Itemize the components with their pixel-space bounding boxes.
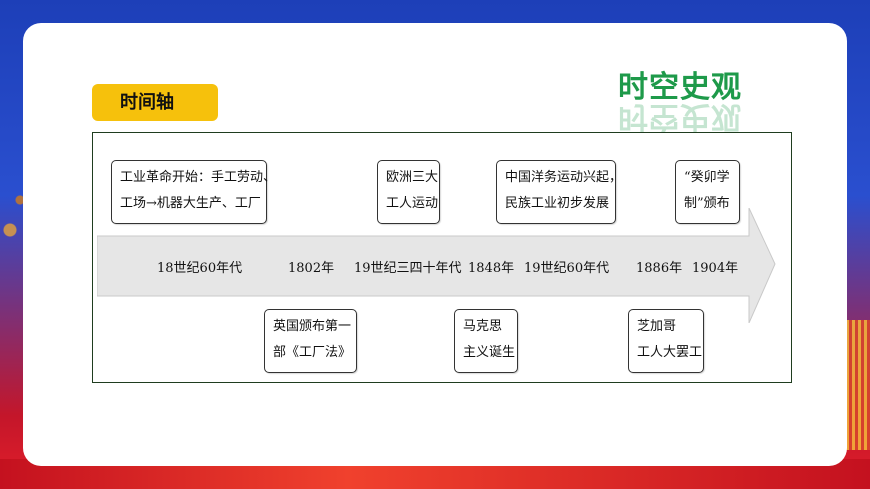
section-tag: 时间轴 [92, 84, 218, 121]
event-factory-act: 英国颁布第一 部《工厂法》 [264, 309, 357, 373]
year-label: 1848年 [468, 261, 515, 276]
event-european-workers-movements: 欧洲三大 工人运动 [377, 160, 440, 224]
event-chicago-strike: 芝加哥 工人大罢工 [628, 309, 704, 373]
event-industrial-revolution: 工业革命开始：手工劳动、 工场→机器大生产、工厂 [111, 160, 276, 224]
timeline-arrow [97, 208, 776, 323]
year-label: 1886年 [636, 261, 683, 276]
page-title: 时空史观 [618, 70, 742, 105]
year-label: 1802年 [288, 261, 335, 276]
year-label: 19世纪三四十年代 [354, 261, 462, 276]
event-marxism-born: 马克思 主义诞生 [454, 309, 518, 373]
year-label: 19世纪60年代 [524, 261, 610, 276]
event-westernization-movement: 中国洋务运动兴起， 民族工业初步发展 [496, 160, 622, 224]
event-guimao-school-system: “癸卯学 制”颁布 [675, 160, 740, 224]
year-label: 18世纪60年代 [157, 261, 243, 276]
background-decoration-right [846, 320, 870, 450]
year-label: 1904年 [692, 261, 739, 276]
